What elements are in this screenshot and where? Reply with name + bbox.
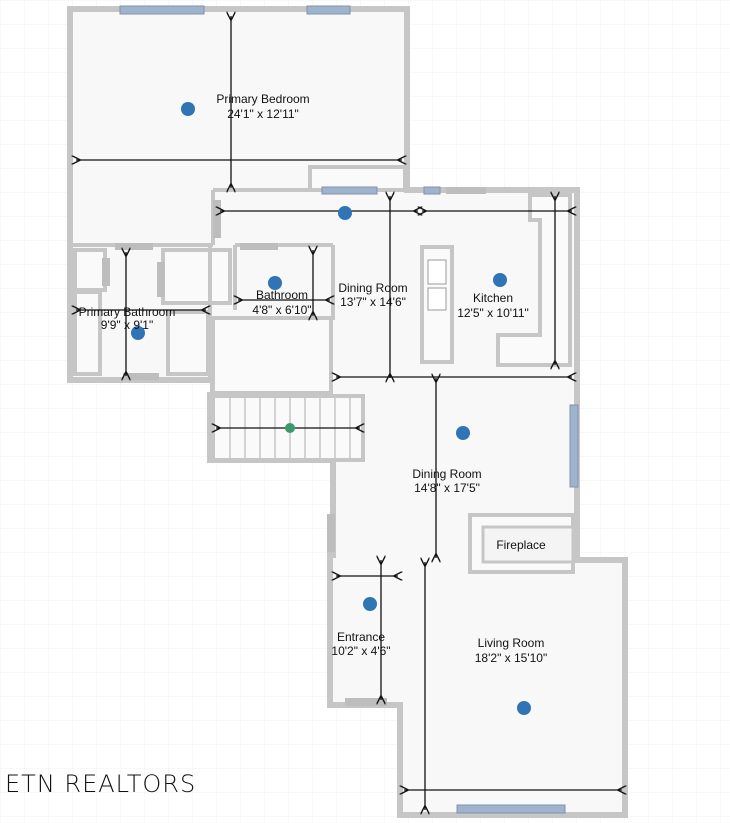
room-name: Bathroom bbox=[256, 288, 308, 302]
room-name: Primary Bedroom bbox=[216, 92, 309, 106]
room-size: 4'8" x 6'10" bbox=[252, 303, 311, 317]
doors bbox=[102, 187, 486, 706]
watermark-logo: ETN REALTORS bbox=[5, 770, 197, 798]
room-name: Kitchen bbox=[473, 291, 513, 305]
room-size: 13'7" x 14'6" bbox=[340, 295, 406, 309]
dimension-lines bbox=[76, 16, 622, 810]
room-name: Entrance bbox=[337, 630, 385, 644]
room-size: 10'2" x 4'6" bbox=[331, 644, 390, 658]
room-size: 18'2" x 15'10" bbox=[475, 651, 548, 665]
room-size: 24'1" x 12'11" bbox=[227, 107, 299, 121]
room-name: Dining Room bbox=[338, 281, 407, 295]
room-name: Fireplace bbox=[496, 538, 546, 552]
room-name: Dining Room bbox=[412, 467, 481, 481]
room-markers bbox=[131, 102, 531, 715]
room-size: 9'9" x 9'1" bbox=[101, 318, 153, 332]
room-labels: Primary Bedroom 24'1" x 12'11" Primary B… bbox=[79, 92, 548, 665]
room-size: 14'8" x 17'5" bbox=[414, 481, 480, 495]
room-size: 12'5" x 10'11" bbox=[457, 306, 529, 320]
room-name: Primary Bathroom bbox=[79, 305, 176, 319]
windows bbox=[119, 5, 579, 814]
room-name: Living Room bbox=[478, 636, 545, 650]
